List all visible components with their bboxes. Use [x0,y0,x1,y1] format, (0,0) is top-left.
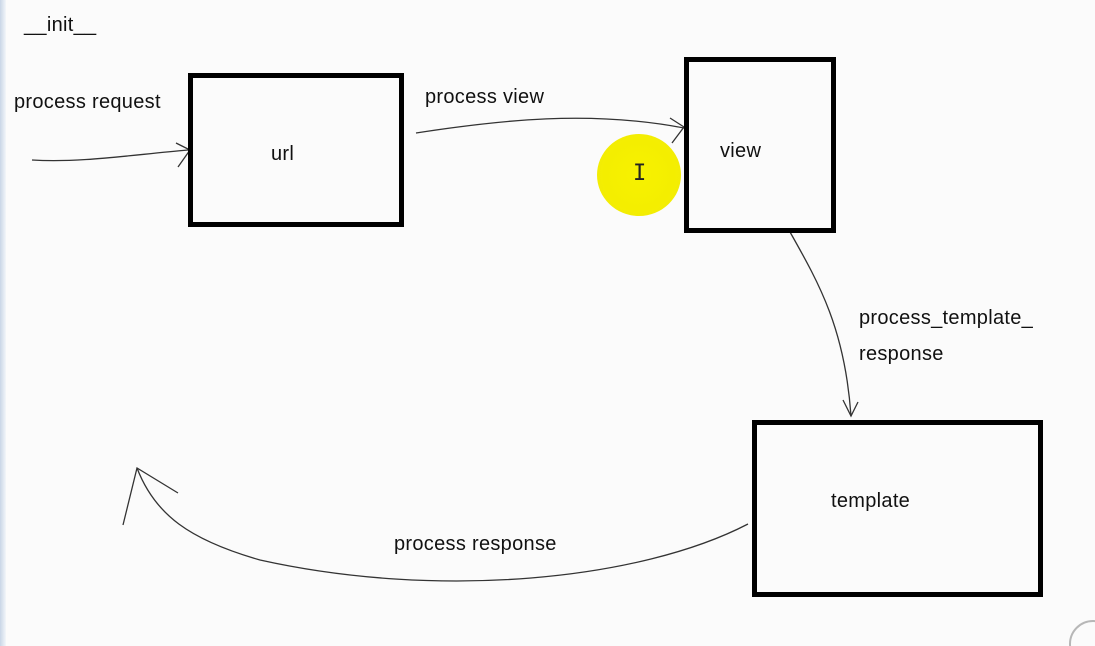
process-view-arrow [415,117,685,134]
url-node-label: url [271,143,295,165]
view-node-label: view [720,140,762,162]
process-view-arrowhead [669,117,685,144]
template-node-label: template [831,490,911,512]
url-node: url [188,73,404,227]
cursor-highlight [597,134,681,216]
process-request-label: process request [14,91,161,113]
init-label: __init__ [24,14,97,36]
view-node: view [684,57,836,233]
process-view-label: process view [425,86,545,108]
process-request-arrow [31,149,189,162]
window-edge [0,0,6,646]
process-response-label: process response [394,533,557,555]
process-response-arrow [136,467,749,582]
process-response-arrowhead [122,466,179,526]
process-template-response-arrow [789,231,852,417]
process-template-response-label-line1: process_template_ [859,307,1034,329]
text-cursor-icon: I [633,161,647,186]
process-template-response-label-line2: response [859,343,944,365]
process-template-response-arrowhead [842,399,859,418]
template-node: template [752,420,1043,597]
